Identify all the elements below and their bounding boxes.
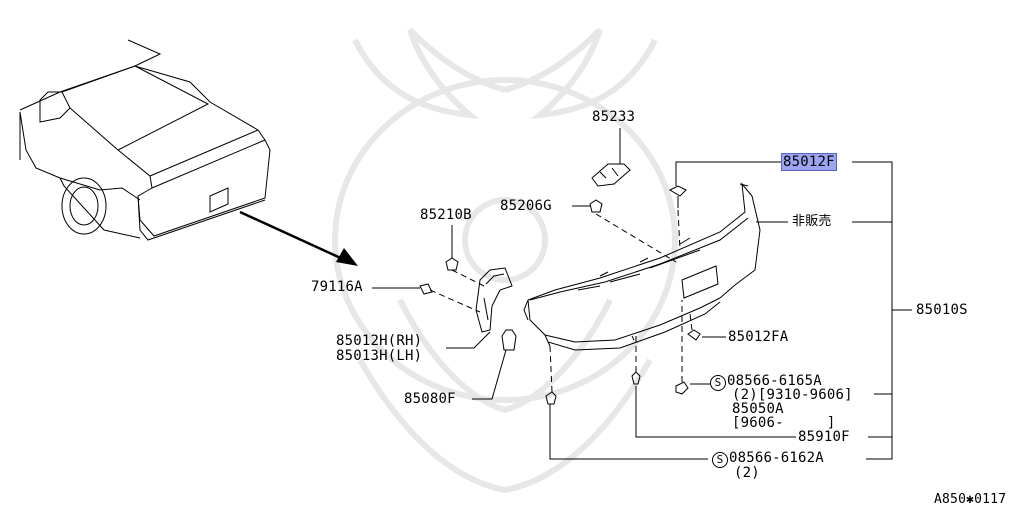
label-85910f: 85910F <box>798 429 850 445</box>
watermark-emblem <box>335 30 675 490</box>
label-85206g: 85206G <box>500 198 552 214</box>
leader-lines <box>372 128 912 459</box>
label-85050a: 85050A <box>732 401 784 417</box>
label-85012f: 85012F <box>781 153 837 171</box>
label-08566-6162a-qty: (2) <box>734 465 760 481</box>
label-85012fa: 85012FA <box>728 329 789 345</box>
label-85210b: 85210B <box>420 207 472 223</box>
label-79116a: 79116A <box>311 279 363 295</box>
label-not-for-sale: 非販売 <box>792 214 832 229</box>
bracket-side <box>476 268 512 332</box>
label-08566-6165a-qty: (2)[9310-9606] <box>732 387 853 403</box>
footer-code: A850✱0117 <box>934 492 1007 507</box>
direction-arrow <box>240 212 358 266</box>
s-symbol-icon: S <box>710 375 726 391</box>
label-85080f: 85080F <box>404 391 456 407</box>
s-symbol-icon: S <box>712 452 728 468</box>
bumper-cover <box>524 184 760 350</box>
label-85013h: 85013H(LH) <box>336 348 423 364</box>
label-08566-6165a-text: 08566-6165A <box>727 373 822 389</box>
label-85233: 85233 <box>592 109 636 125</box>
dashed-guides <box>430 210 692 392</box>
car-illustration <box>20 40 270 240</box>
fastener-parts <box>420 164 700 404</box>
label-85010s: 85010S <box>916 302 968 318</box>
label-85050a-range: [9606- ] <box>732 415 836 431</box>
label-85012f-highlight: 85012F <box>781 153 837 171</box>
label-85012h: 85012H(RH) <box>336 333 423 349</box>
label-08566-6162a-text: 08566-6162A <box>729 450 824 466</box>
